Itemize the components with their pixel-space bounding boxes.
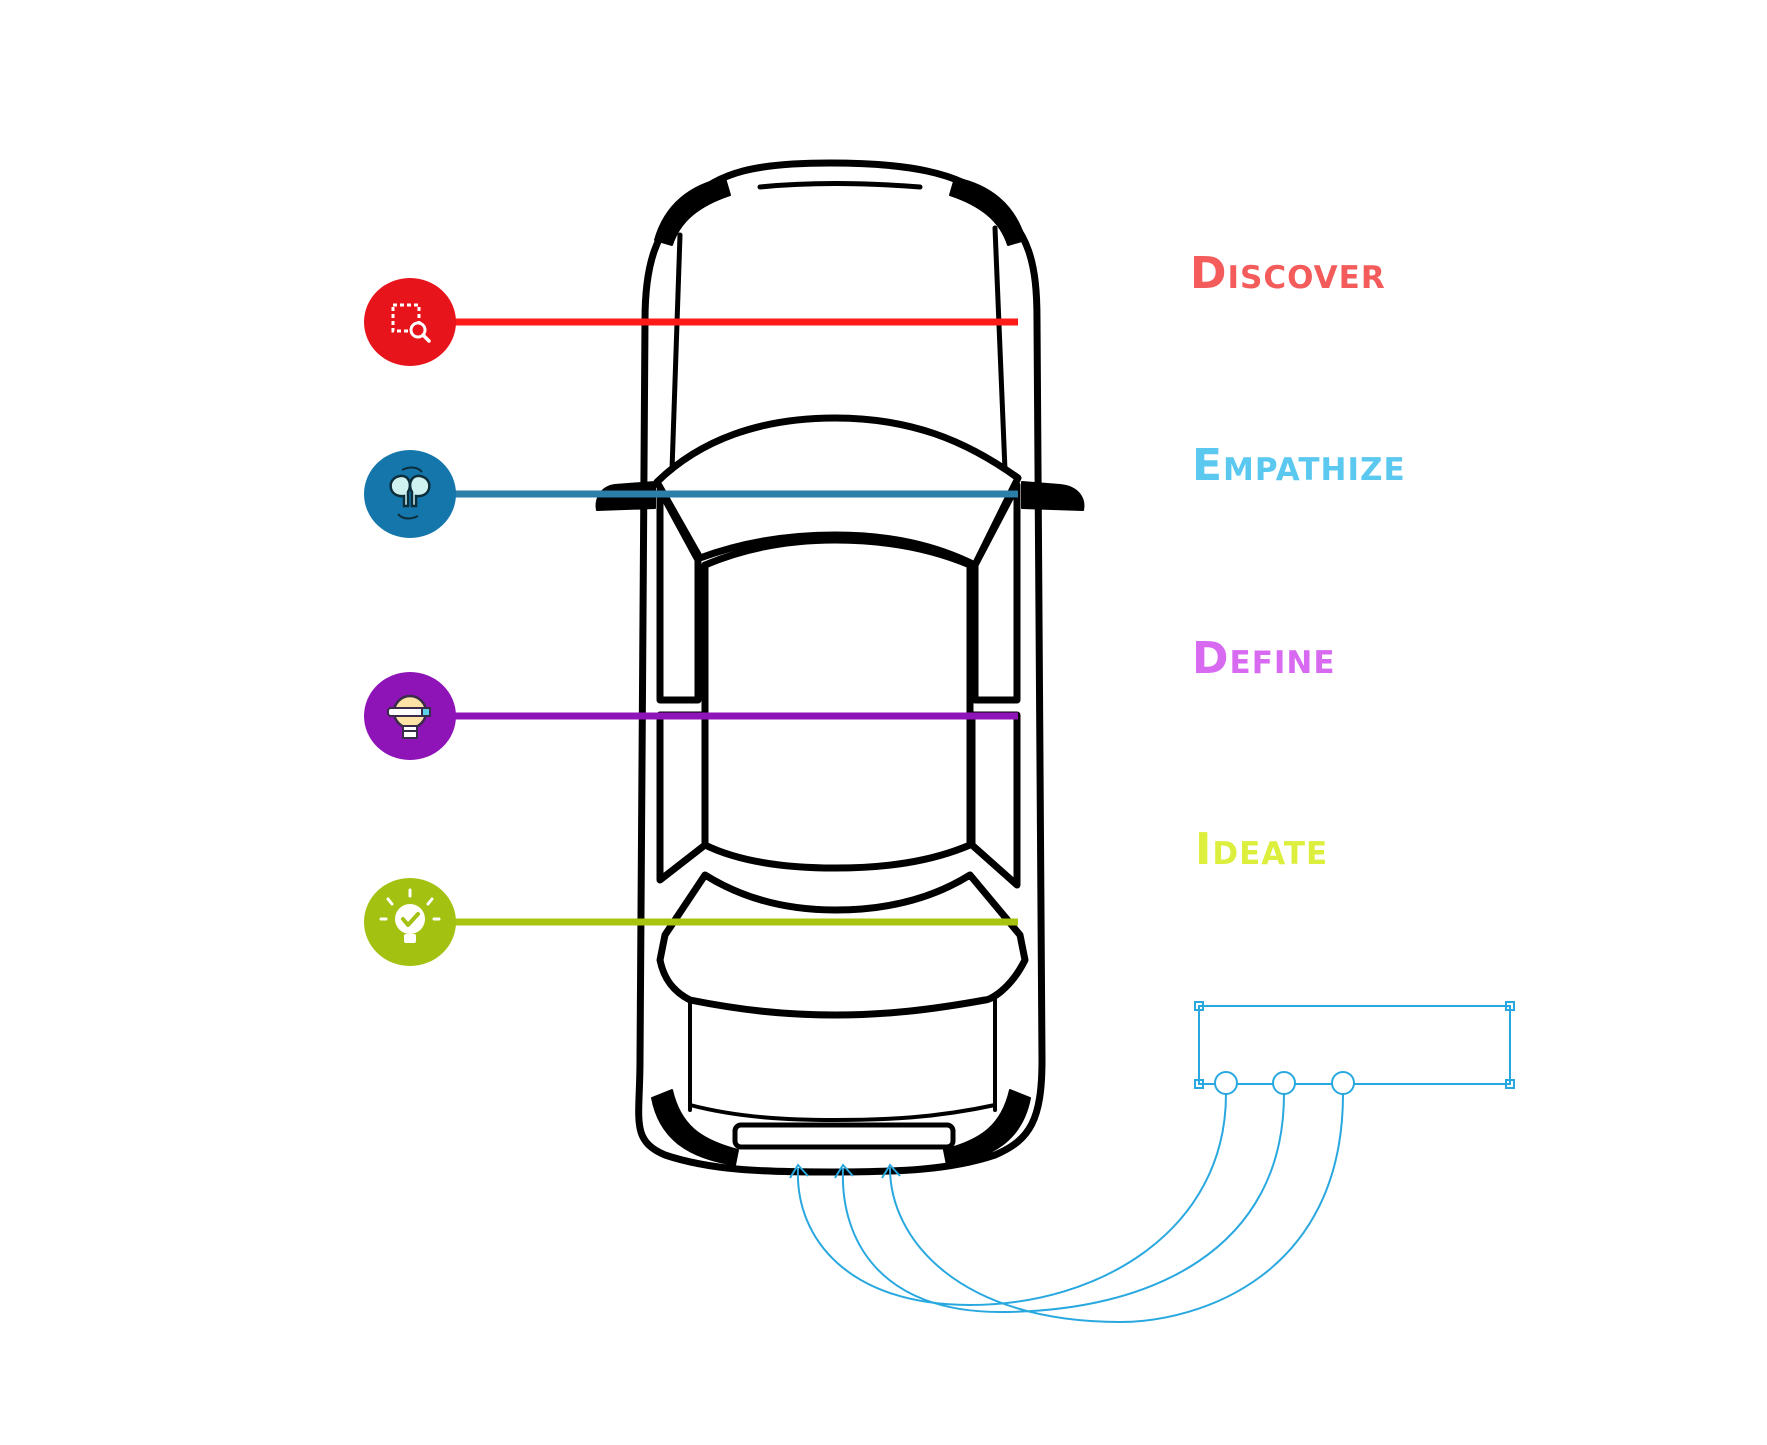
connector-node-1 xyxy=(1214,1071,1238,1095)
box-handle-tl xyxy=(1194,1001,1204,1011)
arrowhead-2 xyxy=(834,1163,854,1179)
left-hood-line xyxy=(669,232,683,473)
connector-curve-1 xyxy=(796,1093,1227,1307)
box-handle-br xyxy=(1505,1079,1515,1089)
box-handle-tr xyxy=(1505,1001,1515,1011)
connector-box xyxy=(1198,1005,1511,1085)
arrowhead-3 xyxy=(881,1163,901,1179)
right-mirror xyxy=(1021,481,1085,511)
stage-icons xyxy=(364,278,456,966)
approved-idea-icon xyxy=(364,878,456,966)
empathy-heads-icon xyxy=(364,450,456,538)
front-left-light xyxy=(654,177,731,246)
stage-label-ideate: Ideate xyxy=(1195,824,1329,875)
idea-pen-icon xyxy=(364,672,456,760)
connector-node-2 xyxy=(1272,1071,1296,1095)
search-area-icon xyxy=(364,278,456,366)
rear-right-light xyxy=(943,1089,1031,1166)
stage-label-discover: Discover xyxy=(1190,248,1386,299)
connector-group xyxy=(789,1001,1515,1324)
car-top-view xyxy=(595,159,1085,1176)
front-grille xyxy=(757,181,923,190)
rear-window xyxy=(656,871,1029,1019)
windshield xyxy=(653,414,1022,569)
box-handle-bl xyxy=(1194,1079,1204,1089)
right-rear-window xyxy=(968,711,1021,889)
rear-left-light xyxy=(651,1089,739,1166)
connector-curve-3 xyxy=(889,1093,1344,1324)
connector-node-3 xyxy=(1331,1071,1355,1095)
trunk-lid xyxy=(688,1103,997,1122)
left-rear-window xyxy=(656,711,709,884)
front-right-light xyxy=(949,177,1026,246)
right-front-window xyxy=(971,481,1021,704)
stage-label-empathize: Empathize xyxy=(1192,440,1406,491)
arrowhead-1 xyxy=(789,1163,809,1179)
roof xyxy=(701,536,974,872)
rear-bumper xyxy=(732,1122,956,1150)
left-front-window xyxy=(656,486,702,704)
stage-label-define: Define xyxy=(1192,633,1336,684)
right-hood-line xyxy=(992,225,1008,473)
stage-lines xyxy=(455,318,1018,926)
